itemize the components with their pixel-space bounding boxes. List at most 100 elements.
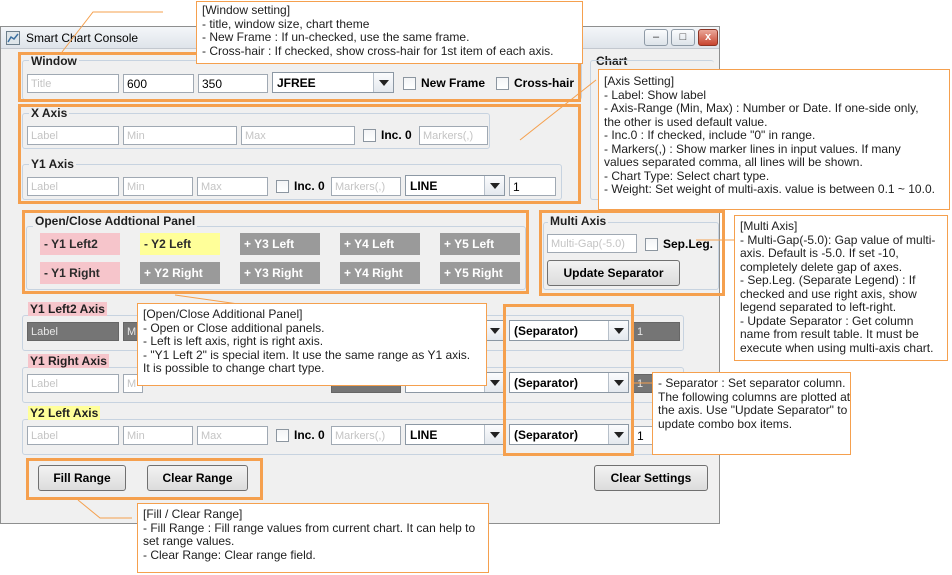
note-line: execute when using multi-axis chart. — [740, 340, 934, 355]
y1-weight-input[interactable]: 1 — [509, 177, 556, 196]
chart-height-input[interactable]: 350 — [198, 74, 268, 93]
separator-value: (Separator) — [514, 324, 579, 338]
multi-gap-input[interactable]: Multi-Gap(-5.0) — [547, 234, 637, 253]
x-axis-group — [22, 113, 490, 149]
y1-chart-type-select[interactable]: LINE — [405, 175, 505, 196]
note-line: values separated comma, all lines will b… — [604, 155, 863, 169]
note-line: [Fill / Clear Range] — [143, 507, 243, 521]
checkbox-box[interactable] — [276, 429, 289, 442]
toggle-y5-left-button[interactable]: + Y5 Left — [440, 233, 520, 255]
note-line: - Sep.Leg. (Separate Legend) : If — [740, 273, 916, 287]
y2-left-markers-input[interactable]: Markers(,) — [331, 426, 401, 445]
note-line: completely delete gap of axes. — [740, 259, 903, 274]
chevron-down-icon[interactable] — [373, 73, 393, 92]
separator-value: (Separator) — [514, 428, 579, 442]
note-line: - Fill Range : Fill range values from cu… — [143, 520, 476, 535]
note-line: legend separated to left-right. — [740, 300, 897, 314]
toggle-y4-left-button[interactable]: + Y4 Left — [340, 233, 420, 255]
window-group-label: Window — [29, 54, 79, 68]
multi-axis-group — [543, 222, 719, 290]
note-line: [Open/Close Additional Panel] — [143, 307, 303, 321]
close-button[interactable]: x — [698, 29, 718, 46]
checkbox-box[interactable] — [276, 180, 289, 193]
multi-axis-label: Multi Axis — [548, 214, 609, 228]
chevron-down-icon[interactable] — [484, 176, 504, 195]
note-line: - Label: Show label — [604, 87, 707, 102]
x-axis-max-input[interactable]: Max — [241, 126, 355, 145]
toggle-y3-right-button[interactable]: + Y3 Right — [240, 262, 320, 284]
separator-note: - Separator : Set separator column. The … — [652, 372, 851, 455]
y1-axis-max-input[interactable]: Max — [197, 177, 268, 196]
y1-right-label-input[interactable]: Label — [27, 374, 119, 393]
toggle-y2-right-button[interactable]: + Y2 Right — [140, 262, 220, 284]
panel-toggle-label: Open/Close Addtional Panel — [33, 214, 198, 228]
clear-range-button[interactable]: Clear Range — [147, 465, 248, 491]
fill-range-button[interactable]: Fill Range — [38, 465, 126, 491]
toggle-y4-right-button[interactable]: + Y4 Right — [340, 262, 420, 284]
note-line: name from result table. It must be — [740, 327, 919, 341]
y2-left-axis-label: Y2 Left Axis — [28, 406, 101, 420]
x-axis-label-input[interactable]: Label — [27, 126, 119, 145]
note-line: checked and use right axis, show — [740, 286, 917, 301]
chevron-down-icon[interactable] — [608, 373, 628, 392]
update-separator-button[interactable]: Update Separator — [547, 260, 680, 286]
note-line: It is possible to change chart type. — [143, 361, 325, 375]
multi-axis-highlight — [539, 210, 725, 296]
note-line: axis. Default is -5.0. If set -10, — [740, 246, 899, 260]
y2-left-label-input[interactable]: Label — [27, 426, 119, 445]
y1-left2-axis-label: Y1 Left2 Axis — [28, 302, 107, 316]
note-line: - Separator : Set separator column. — [658, 376, 846, 390]
note-line: the axis. Use "Update Separator" to — [658, 403, 848, 417]
y1-left2-label-input[interactable]: Label — [27, 322, 119, 341]
panel-note: [Open/Close Additional Panel] - Open or … — [137, 303, 487, 386]
y1-right-axis-label: Y1 Right Axis — [28, 354, 109, 368]
toggle-y1-left2-button[interactable]: - Y1 Left2 — [40, 233, 120, 255]
window-setting-note: [Window setting] - title, window size, c… — [196, 1, 583, 64]
chart-title-input[interactable]: Title — [27, 74, 119, 93]
checkbox-box[interactable] — [496, 77, 509, 90]
toggle-y5-right-button[interactable]: + Y5 Right — [440, 262, 520, 284]
inc0-label: Inc. 0 — [381, 128, 412, 142]
y2-left-max-input[interactable]: Max — [197, 426, 268, 445]
toggle-y1-right-button[interactable]: - Y1 Right — [40, 262, 120, 284]
y1-axis-label-input[interactable]: Label — [27, 177, 119, 196]
separator-highlight — [503, 304, 634, 456]
checkbox-box[interactable] — [363, 129, 376, 142]
window-title: Smart Chart Console — [26, 31, 139, 45]
toggle-y3-left-button[interactable]: + Y3 Left — [240, 233, 320, 255]
note-line: - Left is left axis, right is right axis… — [143, 334, 324, 348]
y2-left-min-input[interactable]: Min — [123, 426, 193, 445]
clear-settings-button[interactable]: Clear Settings — [594, 465, 708, 491]
x-axis-markers-input[interactable]: Markers(,) — [419, 126, 488, 145]
chevron-down-icon[interactable] — [608, 425, 628, 444]
x-axis-min-input[interactable]: Min — [123, 126, 237, 145]
note-line: - Update Separator : Get column — [740, 313, 914, 328]
chevron-down-icon[interactable] — [484, 425, 504, 444]
y2-left-chart-type-select[interactable]: LINE — [405, 424, 505, 445]
y1-left2-separator-select[interactable]: (Separator) — [509, 320, 629, 341]
separator-value: (Separator) — [514, 376, 579, 390]
axis-setting-note: [Axis Setting] - Label: Show label - Axi… — [598, 69, 950, 210]
y1-right-separator-select[interactable]: (Separator) — [509, 372, 629, 393]
y2-left-separator-select[interactable]: (Separator) — [509, 424, 629, 445]
chart-theme-select[interactable]: JFREE — [272, 72, 394, 93]
note-line: set range values. — [143, 534, 235, 548]
panel-toggle-highlight — [22, 210, 529, 294]
chart-type-value: LINE — [410, 179, 438, 193]
y1-axis-group — [22, 164, 562, 200]
chart-width-input[interactable]: 600 — [123, 74, 194, 93]
note-line: The following columns are plotted at — [658, 389, 851, 404]
y1-axis-min-input[interactable]: Min — [123, 177, 193, 196]
panel-toggle-group — [26, 226, 526, 290]
y1-axis-markers-input[interactable]: Markers(,) — [331, 177, 401, 196]
note-line: - Axis-Range (Min, Max) : Number or Date… — [604, 101, 919, 115]
maximize-button[interactable]: □ — [671, 29, 695, 46]
chevron-down-icon[interactable] — [608, 321, 628, 340]
y1-left2-weight-input[interactable]: 1 — [633, 322, 680, 341]
checkbox-box[interactable] — [645, 238, 658, 251]
toggle-y2-left-button[interactable]: - Y2 Left — [140, 233, 220, 255]
axis-settings-highlight — [18, 104, 581, 204]
minimize-button[interactable]: – — [644, 29, 668, 46]
checkbox-box[interactable] — [403, 77, 416, 90]
inc0-label: Inc. 0 — [294, 428, 325, 442]
